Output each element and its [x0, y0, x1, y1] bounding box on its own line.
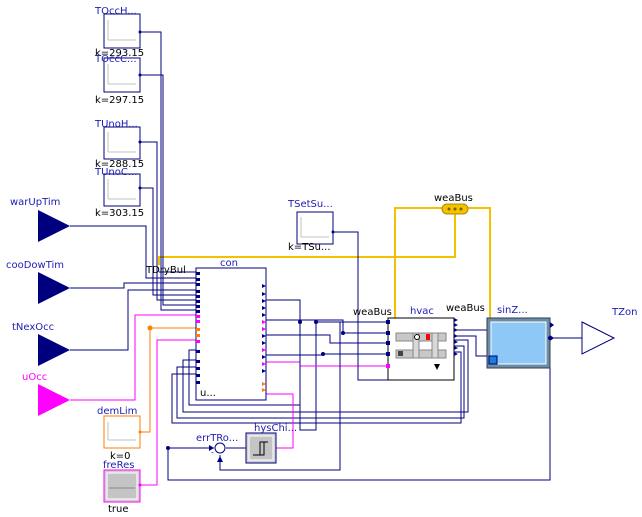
constant-tunoc[interactable]: TUnoC... k=303.15	[94, 167, 144, 219]
zone-block[interactable]: sinZ...	[486, 305, 554, 369]
constant-tunoc-name: TUnoC...	[94, 167, 137, 178]
junction-dots	[147, 320, 345, 450]
wire-con-out-4[interactable]	[266, 353, 388, 356]
constant-demlim-name: demLim	[97, 406, 137, 417]
wire-warup[interactable]	[70, 225, 196, 279]
wea-bus-top-label: weaBus	[434, 193, 473, 204]
wire-tunoc[interactable]	[140, 187, 196, 296]
wire-tunoh[interactable]	[140, 141, 196, 301]
wea-bus-hvac-left-label: weaBus	[353, 307, 392, 318]
constant-freres-value: true	[108, 504, 129, 515]
wea-bus-wire-top[interactable]	[394, 207, 491, 318]
wire-err-up[interactable]	[219, 322, 341, 471]
hys-chi-block[interactable]: hysChi...	[245, 423, 297, 464]
constant-toccc-name: TOccC...	[94, 54, 137, 65]
constant-tsetsu-name: TSetSu...	[287, 199, 333, 210]
wire-con-out-1[interactable]	[266, 299, 388, 431]
hvac-label: hvac	[410, 306, 434, 317]
constant-tocch[interactable]: TOccH... k=293.15	[94, 6, 144, 59]
constant-tocch-name: TOccH...	[94, 6, 137, 17]
constant-tsetsu[interactable]: TSetSu... k=TSu...	[287, 199, 335, 253]
constant-tunoh-value: k=288.15	[95, 159, 144, 170]
constant-tunoc-value: k=303.15	[95, 208, 144, 219]
wire-loop-3[interactable]	[171, 351, 462, 424]
wire-demlim[interactable]	[140, 327, 196, 433]
wire-tnexocc[interactable]	[70, 289, 196, 351]
wire-tsetsu[interactable]	[333, 231, 388, 381]
controller-block[interactable]: con u...	[195, 258, 267, 401]
input-warup-label: warUpTim	[10, 197, 60, 208]
hvac-right-ports	[454, 318, 458, 356]
err-troom-block[interactable]: - errTRo...	[196, 433, 238, 462]
wire-freres[interactable]	[140, 339, 196, 486]
input-warup[interactable]: warUpTim	[10, 197, 70, 242]
controller-output-ports	[262, 284, 266, 392]
wire-loop-4[interactable]	[188, 322, 301, 406]
constant-toccc-value: k=297.15	[95, 95, 144, 106]
wire-zone-feedback[interactable]	[167, 338, 551, 481]
hvac-block[interactable]: hvac	[386, 306, 458, 381]
wea-bus-hvac-right-label: weaBus	[446, 303, 485, 314]
input-coodow-label: cooDowTim	[6, 260, 64, 271]
constant-tunoh[interactable]: TUnoH... k=288.15	[94, 119, 144, 170]
constant-freres-name: freRes	[103, 460, 134, 471]
input-tnexocc[interactable]: tNexOcc	[12, 322, 70, 366]
output-tzon-label: TZon	[611, 307, 637, 318]
hys-chi-label: hysChi...	[254, 423, 297, 434]
wire-loop-2[interactable]	[176, 345, 465, 419]
constant-tsetsu-value: k=TSu...	[288, 242, 331, 253]
controller-label: con	[220, 258, 238, 269]
tdrybul-label: TDryBul	[145, 265, 186, 276]
constant-toccc[interactable]: TOccC... k=297.15	[94, 54, 144, 106]
controller-port-label: u...	[200, 388, 216, 399]
wire-coodow[interactable]	[70, 282, 196, 289]
constant-tocch-value: k=293.15	[95, 48, 144, 59]
wire-tocch[interactable]	[140, 31, 196, 311]
wire-hvac-zone-2[interactable]	[454, 335, 487, 357]
hvac-left-ports	[386, 320, 390, 368]
wea-bus-wire-tdrybul[interactable]	[158, 213, 456, 265]
input-uocc-label: uOcc	[22, 372, 47, 383]
err-minus-sign: -	[211, 448, 214, 457]
wire-con-out-5[interactable]	[266, 361, 388, 367]
constant-demlim[interactable]: demLim k=0	[97, 406, 142, 462]
constant-freres[interactable]: freRes true	[103, 460, 142, 515]
wire-con-out-3[interactable]	[266, 334, 388, 344]
constant-tunoh-name: TUnoH...	[94, 119, 138, 130]
controller-input-ports	[196, 272, 200, 384]
wea-bus-connector[interactable]: weaBus	[434, 193, 473, 215]
wire-loop-1[interactable]	[182, 339, 469, 413]
wire-uocc[interactable]	[70, 314, 196, 401]
input-uocc[interactable]: uOcc	[22, 372, 70, 416]
wire-toccc[interactable]	[140, 74, 196, 306]
wire-con-out-2[interactable]	[266, 319, 388, 334]
err-troom-label: errTRo...	[196, 433, 238, 444]
input-coodow[interactable]: cooDowTim	[6, 260, 70, 304]
input-tnexocc-label: tNexOcc	[12, 322, 54, 333]
wires	[70, 31, 582, 486]
wire-hys-out[interactable]	[266, 393, 294, 449]
constant-demlim-value: k=0	[110, 451, 131, 462]
output-tzon[interactable]: TZon	[581, 307, 637, 355]
zone-label: sinZ...	[497, 305, 528, 316]
